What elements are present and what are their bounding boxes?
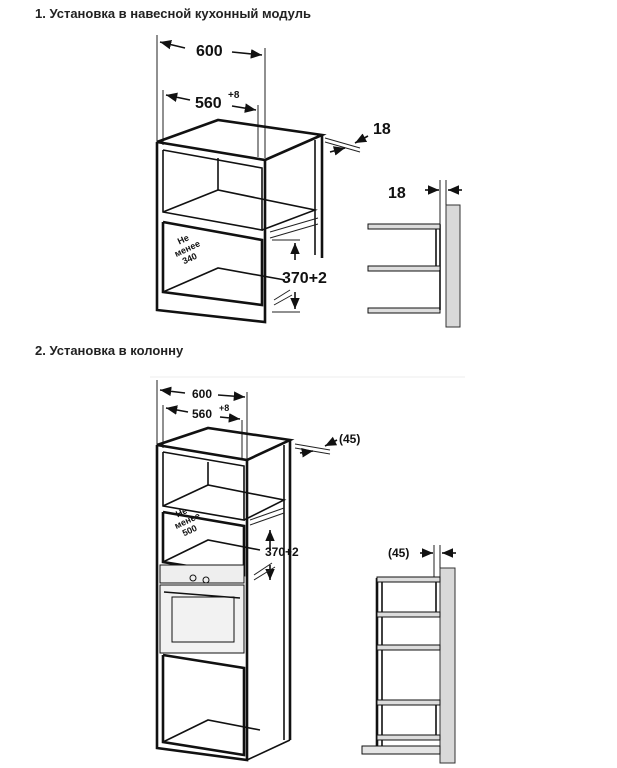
section-1-title: 1. Установка в навесной кухонный модуль — [35, 6, 311, 21]
dim-gap: (45) — [388, 546, 409, 560]
dim-height: 370+2 — [265, 545, 299, 559]
column-cabinet-drawing: 600 560 +8 (45) 370+2 Не менее 500 — [155, 380, 360, 762]
depth-label-1: Не — [174, 505, 189, 519]
column-side-view: (45) — [361, 545, 456, 764]
dim-height: 370+2 — [282, 270, 327, 287]
depth-label-1: Не — [176, 233, 191, 247]
section-2-title: 2. Установка в колонну — [35, 343, 184, 358]
dim-panel: 18 — [373, 121, 391, 138]
dim-inner: 560 — [192, 407, 212, 421]
dim-inner-tolerance: +8 — [228, 90, 240, 101]
dim-inner-tolerance: +8 — [219, 403, 229, 413]
dim-inner: 560 — [195, 95, 222, 112]
dim-width: 600 — [192, 387, 212, 401]
dim-gap: 18 — [388, 185, 406, 202]
wall-cabinet-drawing: 600 560 +8 18 370+2 Не менее 340 — [155, 35, 391, 324]
wall-side-view: 18 — [367, 180, 462, 328]
dim-panel: (45) — [339, 432, 360, 446]
dim-width: 600 — [196, 43, 223, 60]
